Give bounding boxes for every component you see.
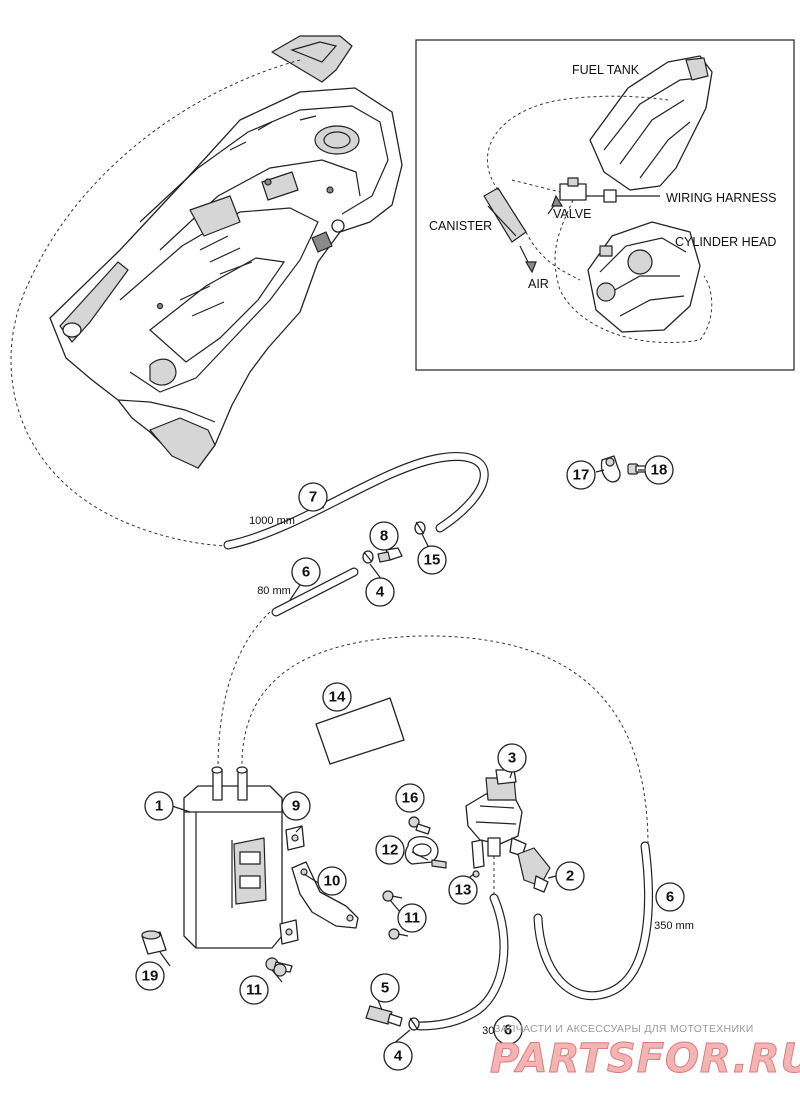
- screw-18: [627, 463, 647, 475]
- hose-1000mm: [223, 452, 489, 550]
- svg-text:4: 4: [394, 1048, 403, 1065]
- svg-text:13: 13: [455, 882, 472, 899]
- routing-inset: FUEL TANK CANISTER VALVE WIRING HARNESS …: [415, 39, 795, 371]
- callout-15: 15: [417, 545, 447, 575]
- cap-19: [141, 930, 167, 955]
- svg-text:11: 11: [246, 982, 262, 999]
- svg-text:8: 8: [380, 528, 388, 545]
- callout-11-left: 11: [239, 975, 269, 1005]
- callout-18: 18: [644, 455, 674, 485]
- callout-11-right: 11: [397, 903, 427, 933]
- callout-6-350mm: 6: [655, 882, 685, 912]
- svg-text:6: 6: [666, 889, 674, 906]
- svg-text:18: 18: [651, 462, 668, 479]
- svg-text:3: 3: [508, 750, 516, 767]
- callout-6-305mm: 6: [493, 1015, 523, 1045]
- callout-13: 13: [448, 875, 478, 905]
- watermark-brand: PARTSFOR.RU: [490, 1036, 800, 1082]
- leader-hose-6-to-canister: [217, 611, 271, 771]
- clip-nut-9: [285, 825, 305, 851]
- callout-8: 8: [369, 521, 399, 551]
- inset-label-canister: CANISTER: [429, 219, 492, 233]
- sticker-14: [315, 697, 405, 765]
- clip-nut-lower: [279, 919, 299, 945]
- svg-text:5: 5: [381, 980, 389, 997]
- fuel-tank-drawing: [49, 35, 403, 469]
- svg-text:16: 16: [402, 790, 419, 807]
- callout-3: 3: [497, 743, 527, 773]
- svg-text:10: 10: [324, 873, 341, 890]
- callout-4-lower: 4: [383, 1041, 413, 1071]
- inset-label-air: AIR: [528, 277, 549, 291]
- clamp-4-lower: [408, 1017, 420, 1031]
- leader-tank-to-hose-7: [10, 59, 301, 547]
- screws-11-left: [265, 957, 293, 977]
- callout-5: 5: [370, 973, 400, 1003]
- svg-text:6: 6: [302, 564, 310, 581]
- hose-80mm: [271, 567, 359, 617]
- callout-10: 10: [317, 866, 347, 896]
- callout-7: 7: [298, 482, 328, 512]
- screw-16: [408, 816, 431, 835]
- svg-text:12: 12: [382, 842, 399, 859]
- inset-label-valve: VALVE: [553, 207, 591, 221]
- callout-9: 9: [281, 791, 311, 821]
- svg-text:19: 19: [142, 968, 159, 985]
- bracket-13: [471, 839, 485, 878]
- svg-text:14: 14: [329, 689, 346, 706]
- callout-2: 2: [555, 861, 585, 891]
- callout-6-80mm: 6: [291, 557, 321, 587]
- clamp-15: [414, 521, 426, 535]
- screws-11-right: [382, 890, 409, 940]
- inset-label-cylinder-head: CYLINDER HEAD: [675, 235, 776, 249]
- leader-canister-to-valve: [241, 635, 649, 847]
- svg-text:17: 17: [573, 467, 590, 484]
- svg-text:9: 9: [292, 798, 300, 815]
- watermark-tagline: ЗАПЧАСТИ И АКСЕССУАРЫ ДЛЯ МОТОТЕХНИКИ: [494, 1023, 754, 1035]
- callout-14: 14: [322, 682, 352, 712]
- hose-350mm: [533, 841, 653, 1001]
- callout-1: 1: [144, 791, 174, 821]
- canister-1: [183, 766, 283, 949]
- clamp-12: [404, 835, 447, 869]
- svg-text:6: 6: [504, 1022, 512, 1039]
- callout-16: 16: [395, 783, 425, 813]
- callout-19: 19: [135, 961, 165, 991]
- svg-text:4: 4: [376, 584, 385, 601]
- bracket-10: [291, 861, 359, 929]
- svg-text:7: 7: [309, 489, 317, 506]
- hose-305mm: [415, 893, 509, 1031]
- purge-valve-3: [465, 769, 527, 857]
- svg-text:1: 1: [155, 798, 163, 815]
- connector-2: [517, 847, 551, 893]
- svg-text:11: 11: [404, 910, 420, 927]
- svg-text:2: 2: [566, 868, 574, 885]
- callout-12: 12: [375, 835, 405, 865]
- svg-text:15: 15: [424, 552, 441, 569]
- dimension-label-1000mm: 1000 mm: [249, 515, 295, 527]
- callout-17: 17: [566, 460, 596, 490]
- nipple-5: [365, 1005, 403, 1027]
- dimension-label-350mm: 350 mm: [654, 920, 694, 932]
- clip-17: [600, 455, 621, 483]
- clamp-4-upper: [362, 550, 374, 564]
- callout-4-upper: 4: [365, 577, 395, 607]
- nipple-8: [377, 547, 403, 563]
- inset-label-fuel-tank: FUEL TANK: [572, 63, 640, 77]
- dimension-label-80mm: 80 mm: [257, 585, 291, 597]
- inset-label-wiring-harness: WIRING HARNESS: [666, 191, 776, 205]
